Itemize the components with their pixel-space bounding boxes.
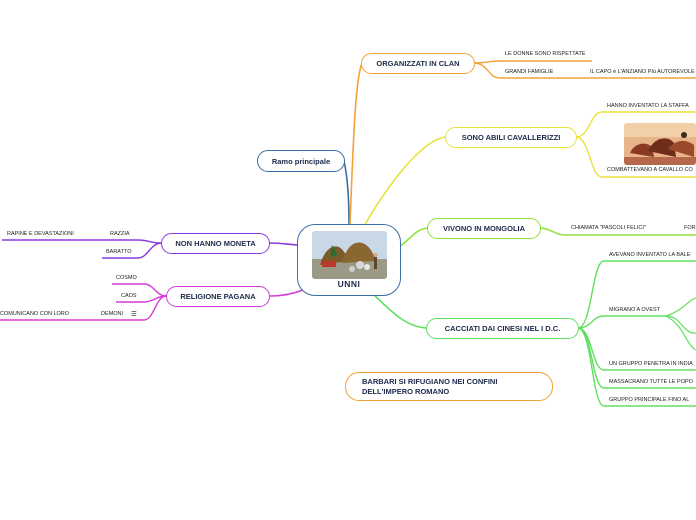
- leaf-bale[interactable]: AVEVANO INVENTATO LA BALE: [609, 252, 691, 258]
- leaf-for[interactable]: FOR: [684, 225, 696, 231]
- leaf-cosmo[interactable]: COSMO: [116, 275, 137, 281]
- branch-cavallerizzi[interactable]: SONO ABILI CAVALLERIZZI: [445, 127, 577, 148]
- branch-moneta[interactable]: NON HANNO MONETA: [161, 233, 270, 254]
- branch-religione[interactable]: RELIGIONE PAGANA: [166, 286, 270, 307]
- leaf-razzia[interactable]: RAZZIA: [110, 231, 130, 237]
- leaf-donne[interactable]: LE DONNE SONO RISPETTATE: [505, 51, 586, 57]
- leaf-comunicano[interactable]: COMUNICANO CON LORO: [0, 311, 70, 317]
- leaf-caos[interactable]: CAOS: [121, 293, 137, 299]
- leaf-demoni[interactable]: DEMONI: [101, 311, 123, 317]
- branch-clan[interactable]: ORGANIZZATI IN CLAN: [361, 53, 475, 74]
- horse-riders-image: [624, 123, 696, 165]
- leaf-combattevano[interactable]: COMBATTEVANO A CAVALLO CO: [607, 167, 693, 173]
- leaf-baratto[interactable]: BARATTO: [106, 249, 132, 255]
- floating-topic-barbari[interactable]: BARBARI SI RIFUGIANO NEI CONFINI DELL'IM…: [345, 372, 553, 401]
- leaf-grandi-famiglie[interactable]: GRANDI FAMIGLIE: [505, 69, 554, 75]
- leaf-gruppo-principale[interactable]: GRUPPO PRINCIPALE FINO AL: [609, 397, 690, 403]
- leaf-pascoli-felici[interactable]: CHIAMATA "PASCOLI FELICI": [571, 225, 646, 231]
- branch-cinesi[interactable]: CACCIATI DAI CINESI NEL I D.C.: [426, 318, 579, 339]
- leaf-rapine[interactable]: RAPINE E DEVASTAZIONI: [7, 231, 74, 237]
- leaf-capo[interactable]: IL CAPO è L'ANZIANO PIù AUTOREVOLE: [590, 69, 695, 75]
- floating-topic-ramo[interactable]: Ramo principale: [257, 150, 345, 172]
- leaf-staffa[interactable]: HANNO INVENTATO LA STAFFA: [607, 103, 689, 109]
- leaf-migrano[interactable]: MIGRANO A OVEST: [609, 307, 661, 313]
- central-title: UNNI: [337, 279, 361, 289]
- huns-camp-image: [312, 231, 387, 279]
- branch-mongolia[interactable]: VIVONO IN MONGOLIA: [427, 218, 541, 239]
- leaf-massacrano[interactable]: MASSACRANO TUTTE LE POPO: [609, 379, 693, 385]
- central-topic[interactable]: UNNI: [297, 224, 401, 296]
- list-icon[interactable]: ☰: [131, 311, 137, 318]
- leaf-india[interactable]: UN GRUPPO PENETRA IN INDIA: [609, 361, 693, 367]
- barbari-text: BARBARI SI RIFUGIANO NEI CONFINI DELL'IM…: [362, 377, 498, 396]
